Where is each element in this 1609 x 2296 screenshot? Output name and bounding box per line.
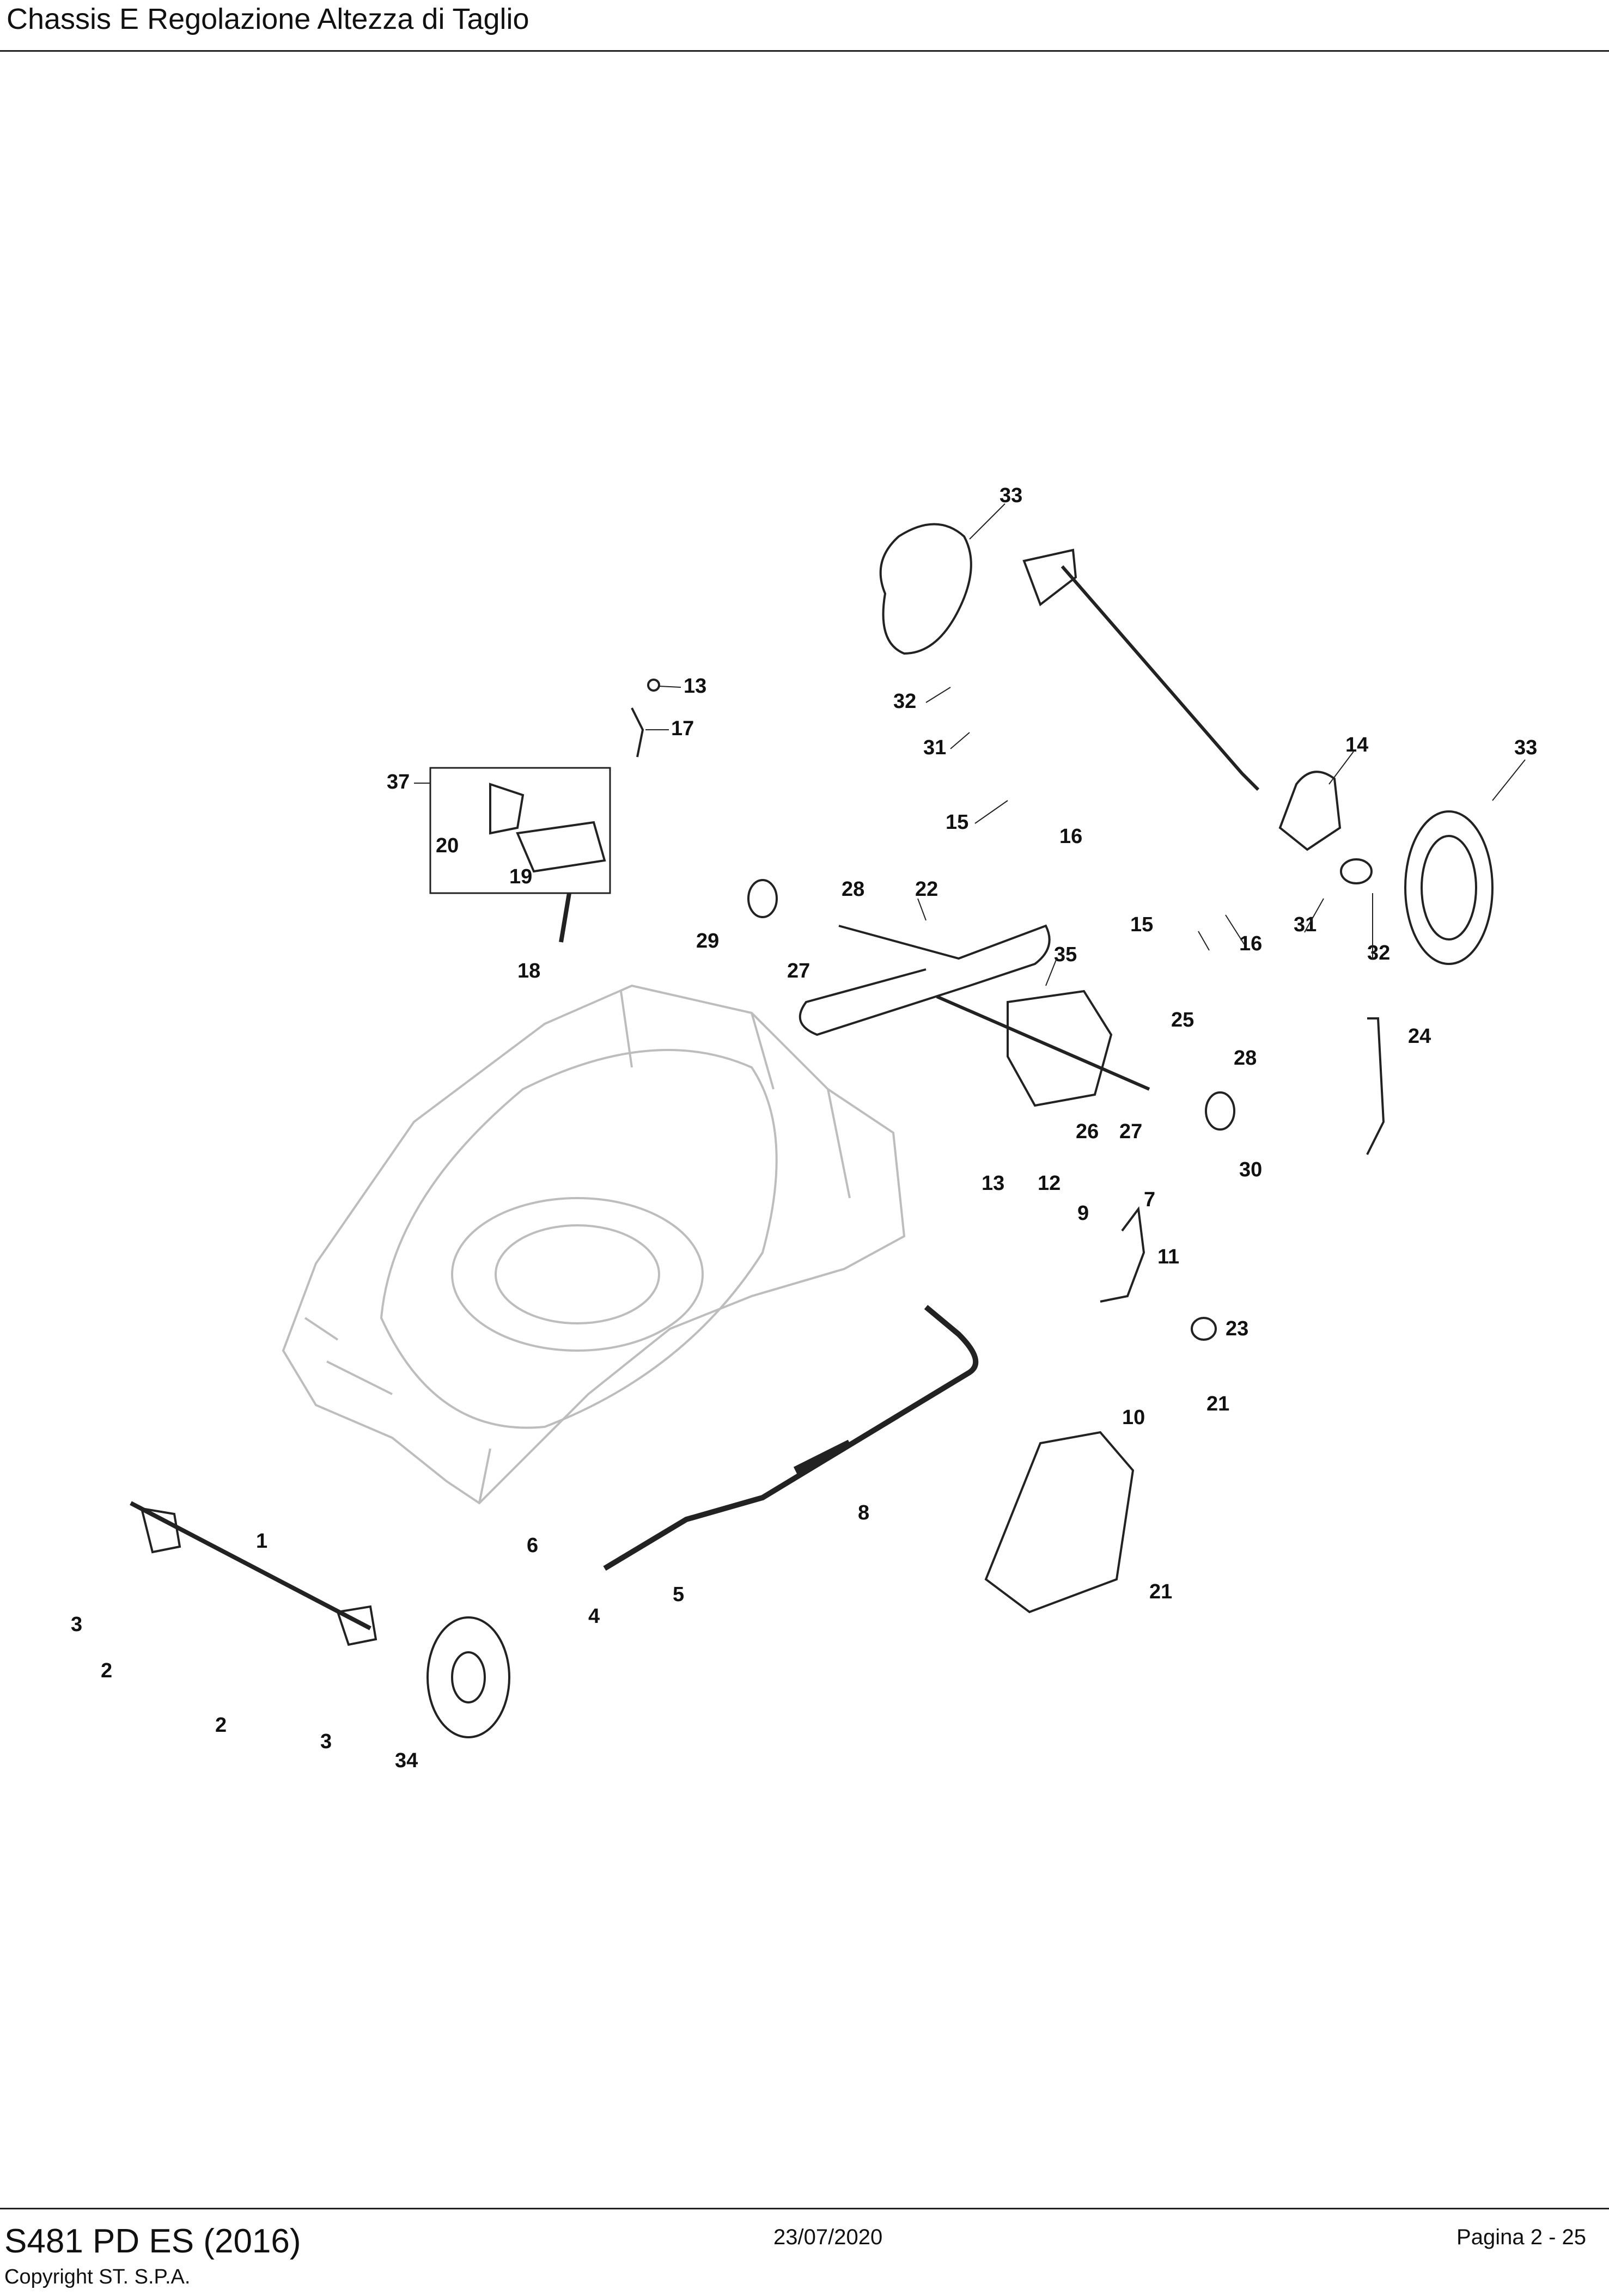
gearbox-25 [1007, 990, 1113, 1107]
callout-label: 29 [696, 930, 719, 952]
callout-label: 34 [395, 1749, 418, 1772]
callout-label: 4 [588, 1605, 600, 1628]
callout-label: 9 [1077, 1202, 1089, 1225]
page-title: Chassis E Regolazione Altezza di Taglio [7, 3, 529, 35]
callout-label: 15 [1130, 913, 1153, 936]
callout-label: 13 [982, 1172, 1004, 1195]
callout-label: 13 [684, 675, 706, 698]
wheel-34 [426, 1616, 510, 1738]
callout-label: 10 [1122, 1406, 1145, 1429]
spring-24 [1366, 1017, 1385, 1155]
callout-label: 28 [1234, 1047, 1257, 1070]
callout-label: 11 [1157, 1245, 1179, 1268]
spring-8 [793, 1439, 852, 1474]
callout-label: 3 [320, 1730, 332, 1753]
callout-label: 23 [1226, 1317, 1248, 1340]
callout-labels: 33 13 17 37 20 19 18 32 31 14 33 15 16 2… [71, 484, 1537, 1772]
callout-label: 5 [673, 1583, 684, 1606]
callout-label: 25 [1171, 1009, 1194, 1031]
callout-label: 30 [1239, 1158, 1262, 1181]
page-number: Pagina 2 - 25 [1456, 2225, 1586, 2249]
callout-label: 26 [1076, 1120, 1099, 1143]
callout-label: 35 [1054, 943, 1077, 966]
callout-label: 21 [1206, 1393, 1229, 1415]
gear-30 [1205, 1091, 1235, 1131]
callout-label: 16 [1059, 825, 1082, 848]
callout-label: 15 [946, 811, 968, 834]
callout-label: 37 [387, 771, 410, 793]
bracket-14 [1278, 771, 1342, 851]
gear-29 [747, 879, 778, 918]
callout-label: 1 [256, 1530, 267, 1553]
lever-7 [1100, 1206, 1145, 1303]
footer-divider [0, 2208, 1609, 2209]
callout-label: 18 [517, 960, 540, 982]
callout-label: 14 [1345, 734, 1368, 756]
callout-label: 33 [999, 484, 1022, 507]
bracket-23 [1191, 1317, 1217, 1341]
callout-label: 27 [1119, 1120, 1142, 1143]
height-rod-4 [603, 1305, 979, 1571]
callout-label: 20 [436, 834, 459, 857]
callout-label: 16 [1239, 932, 1262, 955]
header-divider [0, 50, 1609, 52]
print-date: 23/07/2020 [773, 2225, 883, 2249]
callout-label: 2 [101, 1659, 112, 1682]
callout-label: 22 [915, 878, 938, 901]
callout-label: 8 [858, 1501, 869, 1524]
callout-label: 7 [1144, 1188, 1155, 1211]
copyright-text: Copyright ST. S.P.A. [4, 2266, 191, 2288]
callout-label: 27 [787, 960, 810, 982]
callout-label: 21 [1149, 1580, 1172, 1603]
box-37 [429, 767, 611, 894]
model-name: S481 PD ES (2016) [4, 2222, 301, 2260]
callout-label: 17 [671, 717, 694, 740]
guard-10 [984, 1431, 1135, 1614]
handle-22 [799, 924, 1051, 1036]
leader-lines [414, 503, 1526, 986]
callout-label: 32 [1367, 942, 1390, 964]
callout-label: 12 [1038, 1172, 1061, 1195]
callout-label: 3 [71, 1613, 82, 1636]
callout-label: 2 [215, 1714, 227, 1737]
parts-linework [130, 523, 1494, 1738]
callout-label: 31 [923, 736, 946, 759]
exploded-parts-diagram: 33 13 17 37 20 19 18 32 31 14 33 15 16 2… [71, 484, 1537, 1772]
callout-label: 33 [1514, 736, 1537, 759]
nut-13 [647, 679, 660, 692]
wheel-cover-33-right [1404, 810, 1494, 965]
mower-deck [282, 984, 906, 1505]
callout-label: 19 [509, 865, 532, 888]
callout-label: 28 [842, 878, 864, 901]
front-axle-1 [130, 1501, 371, 1631]
callout-label: 24 [1408, 1025, 1431, 1048]
spring-17 [631, 707, 644, 758]
callout-label: 6 [527, 1534, 538, 1557]
pin-18 [559, 893, 571, 943]
wheel-cover-33 [879, 523, 972, 655]
callout-label: 32 [893, 690, 916, 713]
